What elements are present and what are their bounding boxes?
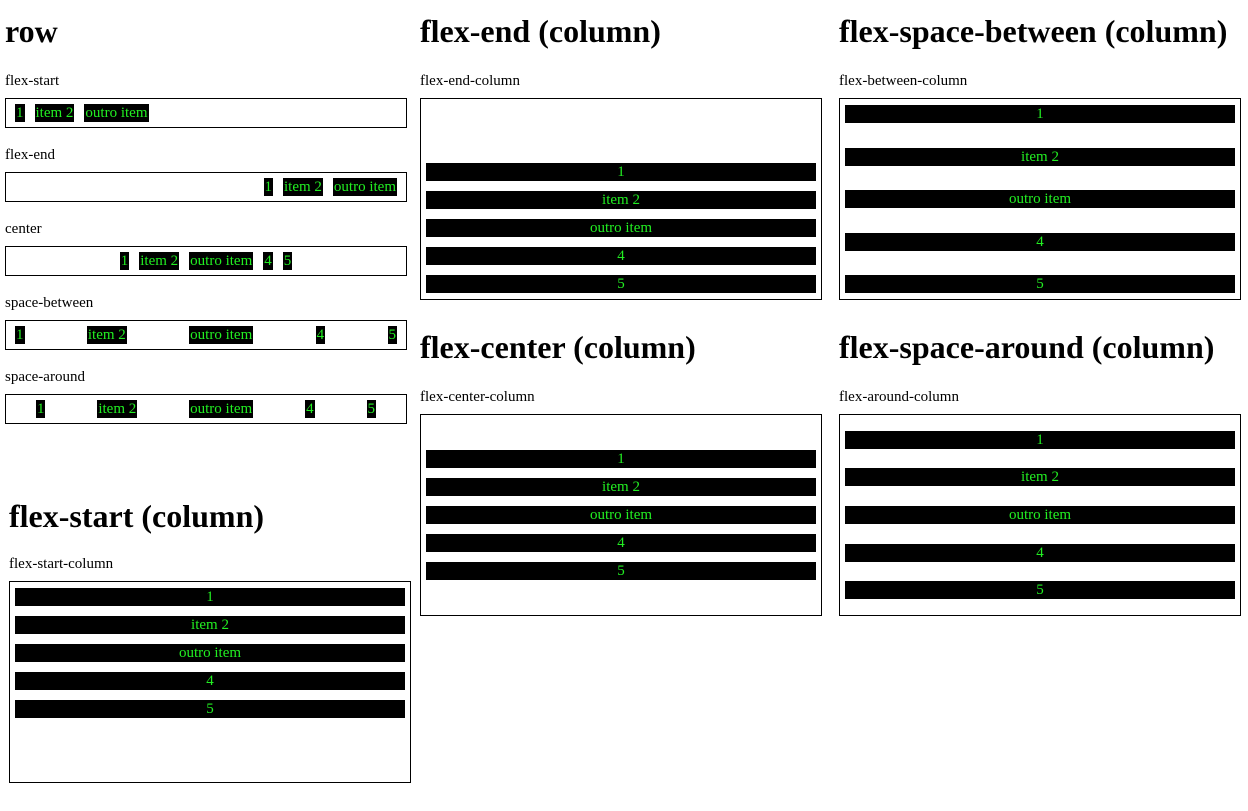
flex-item: outro item	[84, 104, 149, 122]
flex-item: 1	[845, 105, 1235, 123]
space-around-label: space-around	[5, 369, 85, 385]
flex-item: outro item	[189, 326, 254, 344]
flex-item: 5	[366, 400, 376, 418]
flex-item: 1	[15, 588, 405, 606]
flex-around-column-heading: flex-space-around (column)	[839, 329, 1215, 365]
flex-start-column-container: 1 item 2 outro item 4 5	[9, 581, 411, 783]
flex-item: outro item	[189, 252, 254, 270]
flex-item: 4	[305, 400, 315, 418]
flex-start-column-label: flex-start-column	[9, 556, 114, 572]
space-around-row-container: 1 item 2 outro item 4 5	[5, 394, 407, 424]
flex-end-column-container: 1 item 2 outro item 4 5	[420, 98, 822, 300]
flex-item: 1	[119, 252, 130, 270]
center-label: center	[5, 221, 42, 237]
flex-item: outro item	[15, 644, 405, 662]
flex-around-column-section: flex-space-around (column) flex-around-c…	[839, 328, 1241, 616]
flex-start-column-heading: flex-start (column)	[9, 498, 265, 534]
flex-center-column-section: flex-center (column) flex-center-column …	[420, 328, 822, 616]
flex-between-column-container: 1 item 2 outro item 4 5	[839, 98, 1241, 300]
flex-item: item 2	[283, 178, 323, 196]
flex-between-column-heading: flex-space-between (column)	[839, 13, 1228, 49]
flex-center-column-container: 1 item 2 outro item 4 5	[420, 414, 822, 616]
flex-around-column-label: flex-around-column	[839, 389, 959, 405]
flex-start-row-container: 1 item 2 outro item	[5, 98, 407, 128]
flex-item: outro item	[426, 219, 816, 237]
flex-item: 5	[426, 275, 816, 293]
flex-item: 5	[426, 562, 816, 580]
flex-item: 1	[845, 430, 1235, 449]
flex-end-column-section: flex-end (column) flex-end-column 1 item…	[420, 12, 822, 300]
flex-item: 5	[282, 252, 293, 270]
flex-center-column-heading: flex-center (column)	[420, 329, 696, 365]
flex-item: 4	[426, 534, 816, 552]
space-between-label: space-between	[5, 295, 94, 311]
flex-start-label: flex-start	[5, 73, 60, 89]
flex-item: outro item	[426, 506, 816, 524]
flex-between-column-label: flex-between-column	[839, 73, 968, 89]
flex-item: outro item	[189, 400, 254, 418]
flex-item: item 2	[34, 104, 75, 122]
row-section: row flex-start 1 item 2 outro item flex-…	[5, 12, 407, 424]
flex-item: item 2	[15, 616, 405, 634]
flex-item: 4	[263, 252, 273, 270]
flex-item: 4	[315, 326, 326, 344]
flex-item: outro item	[332, 178, 397, 196]
flex-item: 1	[15, 104, 25, 122]
flex-item: item 2	[86, 326, 127, 344]
flex-item: 4	[15, 672, 405, 690]
flex-item: 5	[15, 700, 405, 718]
flex-item: 1	[426, 450, 816, 468]
flex-start-column-section: flex-start (column) flex-start-column 1 …	[9, 497, 411, 783]
flex-item: item 2	[97, 400, 138, 418]
flex-end-row-container: 1 item 2 outro item	[5, 172, 407, 202]
flex-item: 4	[845, 232, 1235, 251]
flex-end-column-heading: flex-end (column)	[420, 13, 661, 49]
flex-item: 5	[845, 581, 1235, 600]
flex-end-column-label: flex-end-column	[420, 73, 520, 89]
flex-item: outro item	[845, 505, 1235, 524]
space-between-row-container: 1 item 2 outro item 4 5	[5, 320, 407, 350]
flex-item: 1	[35, 400, 46, 418]
row-heading: row	[5, 13, 58, 49]
flex-between-column-section: flex-space-between (column) flex-between…	[839, 12, 1241, 300]
flex-end-label: flex-end	[5, 147, 55, 163]
flex-item: item 2	[426, 191, 816, 209]
flex-item: 5	[845, 275, 1235, 293]
flex-item: 1	[263, 178, 273, 196]
flex-item: 1	[426, 163, 816, 181]
flex-item: 1	[15, 326, 25, 344]
flex-item: item 2	[426, 478, 816, 496]
flex-item: 5	[387, 326, 397, 344]
flex-item: 4	[845, 543, 1235, 562]
flex-item: 4	[426, 247, 816, 265]
flex-item: outro item	[845, 190, 1235, 208]
flex-around-column-container: 1 item 2 outro item 4 5	[839, 414, 1241, 616]
flex-item: item 2	[845, 147, 1235, 166]
flex-item: item 2	[139, 252, 180, 270]
center-row-container: 1 item 2 outro item 4 5	[5, 246, 407, 276]
flex-center-column-label: flex-center-column	[420, 389, 535, 405]
flex-item: item 2	[845, 468, 1235, 487]
